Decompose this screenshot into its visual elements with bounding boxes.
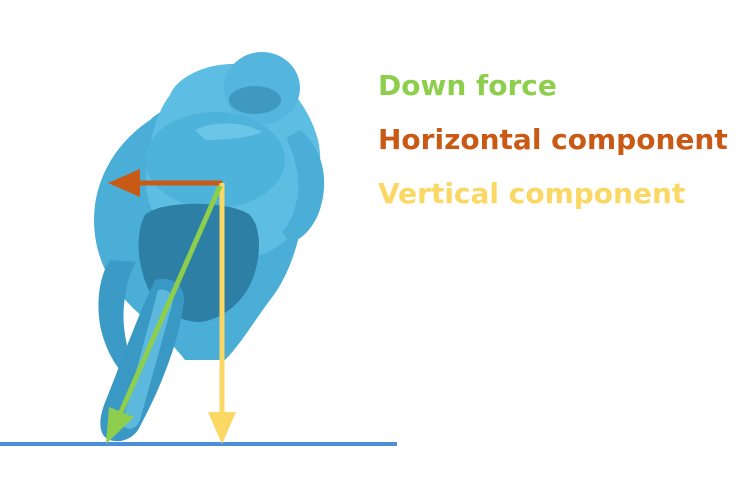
rider-motorcycle-illustration: [94, 52, 325, 442]
helmet-visor: [229, 86, 281, 114]
horizontal-component-arrow: [108, 169, 222, 197]
exhaust: [98, 260, 136, 370]
vertical-component-arrow: [208, 183, 236, 444]
down-force-arrow: [106, 184, 223, 444]
handlebar: [118, 154, 148, 175]
legend-vertical-component: Vertical component: [378, 177, 686, 210]
legend-down-force: Down force: [378, 69, 557, 102]
legend-horizontal-component: Horizontal component: [378, 123, 728, 156]
body-highlight: [195, 123, 262, 140]
rider-arm: [282, 130, 325, 243]
force-legend: Down force Horizontal component Vertical…: [378, 70, 728, 232]
